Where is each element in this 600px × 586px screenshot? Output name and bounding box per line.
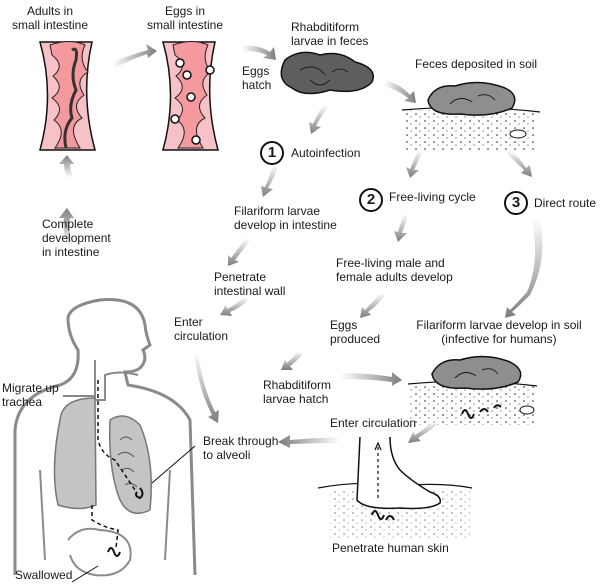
arrow-to-filariform-intestine bbox=[261, 165, 278, 197]
label-line: Adults in bbox=[26, 4, 74, 18]
route-number-3: 3 bbox=[504, 191, 528, 215]
label-line: Complete bbox=[42, 217, 94, 231]
label-line: larvae in feces bbox=[291, 34, 369, 48]
foot-illustration bbox=[317, 436, 473, 540]
arrow-to-complete-development bbox=[59, 208, 74, 246]
arrow-feces-to-soil bbox=[384, 80, 416, 103]
arrow-to-autoinfection bbox=[309, 105, 328, 134]
label-line: Rhabditiform bbox=[291, 20, 360, 34]
label-line: Migrate up bbox=[2, 381, 59, 395]
route-number-2: 2 bbox=[359, 188, 383, 212]
label-direct-route: Direct route bbox=[534, 196, 597, 210]
label-filariform-soil: Filariform larvae develop in soil(infect… bbox=[408, 318, 590, 346]
arrow-to-adults bbox=[59, 155, 74, 178]
arrow-circulation-to-alveoli bbox=[194, 352, 219, 423]
arrow-to-freeliving bbox=[406, 150, 422, 178]
arrow-adults-to-eggs bbox=[112, 44, 157, 68]
label-line: intestinal wall bbox=[214, 284, 286, 298]
arrow-to-enter-circulation bbox=[220, 297, 248, 316]
label-swallowed: Swallowed bbox=[15, 568, 73, 582]
label-line: Break through bbox=[203, 434, 279, 448]
arrow-eggs-to-feces bbox=[242, 45, 276, 60]
intestine-adults-illustration bbox=[39, 41, 96, 151]
label-line: Free-living male and bbox=[336, 256, 445, 270]
label-line: to alveoli bbox=[203, 448, 251, 462]
label-line: (infective for humans) bbox=[441, 332, 557, 346]
label-line: Enter bbox=[174, 315, 203, 329]
arrow-to-direct bbox=[507, 150, 532, 177]
label-line: Eggs in bbox=[164, 4, 206, 18]
label-line: small intestine bbox=[146, 18, 224, 32]
route-number-1: 1 bbox=[260, 141, 284, 165]
arrow-to-alveoli bbox=[278, 435, 340, 448]
label-line: Filariform larvae bbox=[234, 204, 321, 218]
label-line: female adults develop bbox=[336, 270, 453, 284]
arrow-to-soil-larvae bbox=[340, 372, 402, 386]
label-free-living: Free-living cycle bbox=[389, 190, 476, 204]
label-line: hatch bbox=[242, 78, 272, 92]
label-line: in intestine bbox=[42, 245, 100, 259]
human-body-illustration bbox=[13, 298, 197, 583]
arrow-to-eggs-produced bbox=[360, 293, 385, 318]
label-line: Rhabditiform bbox=[263, 378, 332, 392]
feces-illustration bbox=[280, 51, 374, 95]
label-line: produced bbox=[330, 332, 381, 346]
label-line: Eggs bbox=[242, 64, 270, 78]
arrow-to-freeliving-adults bbox=[394, 214, 408, 242]
arrow-direct-to-soil bbox=[505, 218, 543, 318]
label-line: development bbox=[42, 231, 111, 245]
label-line: trachea bbox=[2, 395, 43, 409]
feces-soil-illustration bbox=[401, 81, 541, 150]
label-autoinfection: Autoinfection bbox=[291, 146, 361, 160]
label-line: small intestine bbox=[11, 18, 89, 32]
label-line: Filariform larvae develop in soil bbox=[416, 318, 582, 332]
label-feces-soil: Feces deposited in soil bbox=[415, 57, 538, 71]
arrow-to-rhabditiform-hatch bbox=[281, 351, 302, 370]
label-line: larvae hatch bbox=[263, 392, 329, 406]
label-line: Eggs bbox=[330, 318, 358, 332]
label-line: Penetrate bbox=[214, 270, 267, 284]
feces-soil-larvae-illustration bbox=[407, 355, 538, 425]
arrow-to-foot bbox=[408, 421, 437, 443]
label-line: develop in intestine bbox=[234, 218, 337, 232]
arrow-to-penetrate-wall bbox=[228, 238, 250, 266]
label-penetrate-skin: Penetrate human skin bbox=[332, 541, 449, 555]
intestine-eggs-illustration bbox=[162, 41, 219, 151]
label-line: circulation bbox=[174, 329, 229, 343]
flow-arrows bbox=[59, 44, 543, 448]
label-enter-circulation-right: Enter circulation bbox=[330, 416, 417, 430]
